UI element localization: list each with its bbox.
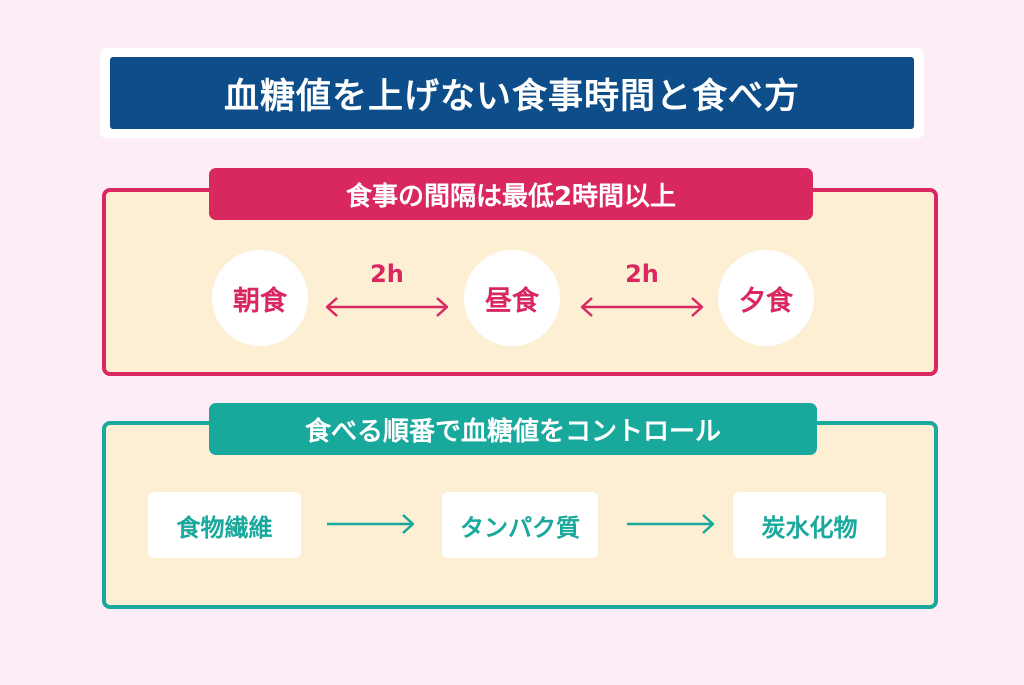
page-title: 血糖値を上げない食事時間と食べ方 [110,57,914,129]
meal-interval-label: 食事の間隔は最低2時間以上 [209,168,813,220]
step-carbohydrate: 炭水化物 [733,492,886,558]
double-arrow-icon [325,297,449,317]
meal-dinner: 夕食 [718,250,814,346]
meal-lunch: 昼食 [464,250,560,346]
arrow-right-icon [327,514,415,534]
interval-label-2: 2h [625,260,659,288]
step-protein: タンパク質 [442,492,598,558]
arrow-right-icon [627,514,715,534]
double-arrow-icon [580,297,704,317]
eating-order-label: 食べる順番で血糖値をコントロール [209,403,817,455]
meal-breakfast: 朝食 [212,250,308,346]
interval-label-1: 2h [370,260,404,288]
step-fiber: 食物繊維 [148,492,301,558]
